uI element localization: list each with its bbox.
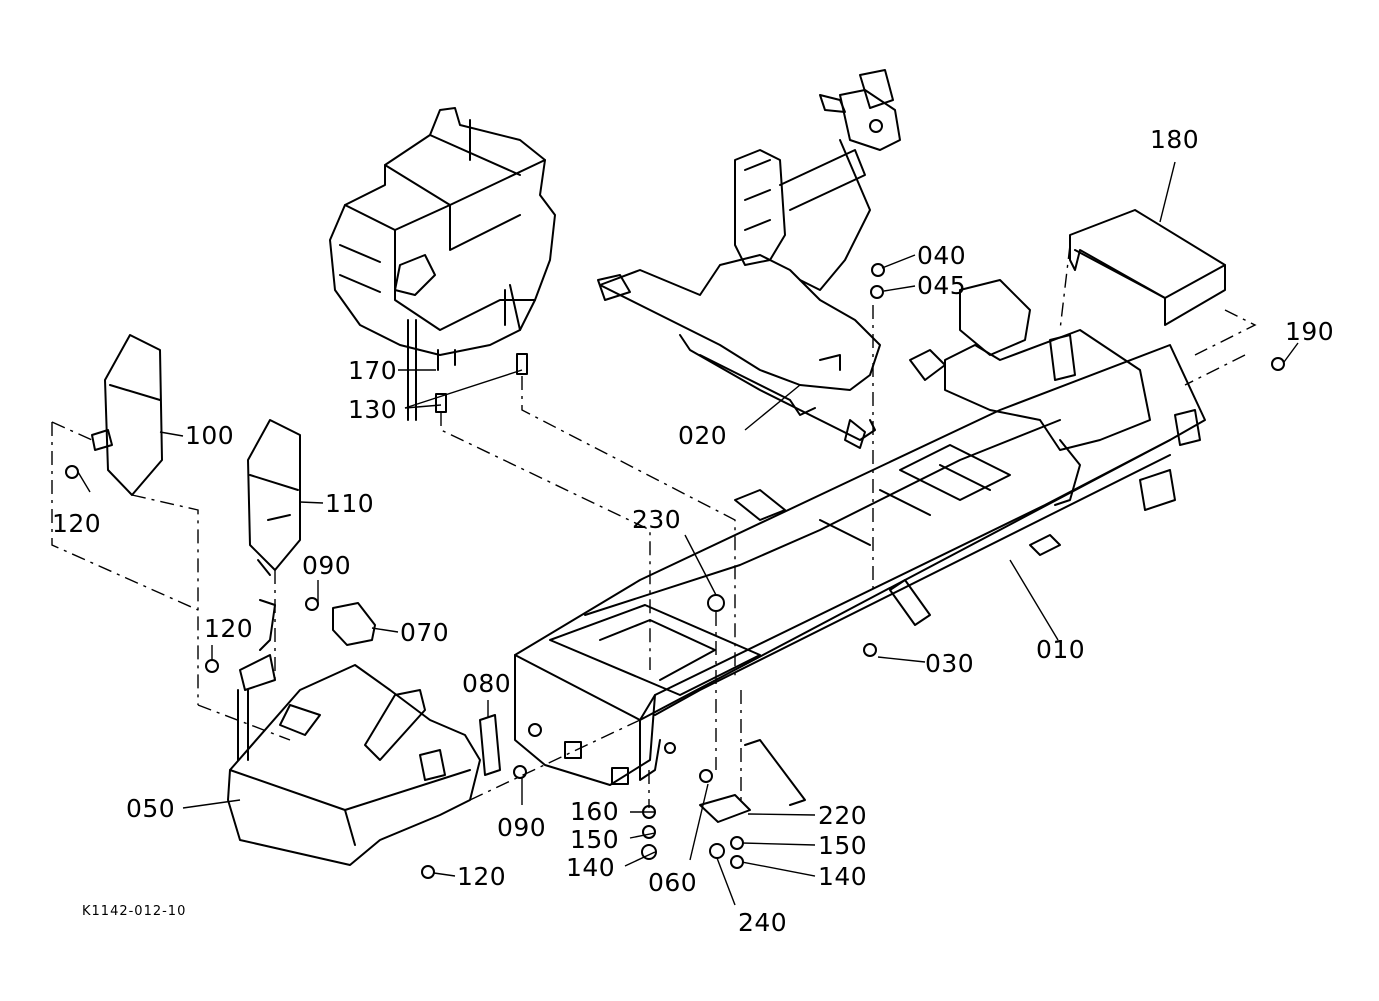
cover-180-drawing — [1069, 209, 1226, 326]
part-label-010: 010 — [1036, 635, 1085, 664]
part-label-240: 240 — [738, 908, 787, 937]
part-label-150-left: 150 — [570, 825, 619, 854]
part-label-230: 230 — [632, 505, 681, 534]
part-label-180: 180 — [1150, 125, 1199, 154]
part-labels: 010 020 030 040 045 050 060 070 080 090 … — [52, 125, 1334, 937]
part-label-090-top: 090 — [302, 551, 351, 580]
part-label-130: 130 — [348, 395, 397, 424]
bracket-080-drawing — [479, 714, 501, 776]
part-label-100: 100 — [185, 421, 234, 450]
part-label-160: 160 — [570, 797, 619, 826]
side-panel-100-drawing — [91, 334, 163, 496]
part-label-060: 060 — [648, 868, 697, 897]
steering-column-drawing — [597, 69, 901, 449]
part-label-070: 070 — [400, 618, 449, 647]
part-label-170: 170 — [348, 356, 397, 385]
part-label-040: 040 — [917, 241, 966, 270]
front-guard-050-drawing — [227, 599, 481, 866]
part-label-080: 080 — [462, 669, 511, 698]
bracket-070-drawing — [332, 602, 376, 646]
diagram-reference-code: K1142-012-10 — [82, 904, 186, 919]
part-label-050: 050 — [126, 794, 175, 823]
part-label-090-bottom: 090 — [497, 813, 546, 842]
part-label-140-left: 140 — [566, 853, 615, 882]
part-label-150-right: 150 — [818, 831, 867, 860]
leader-lines — [77, 161, 1299, 906]
part-label-140-right: 140 — [818, 862, 867, 891]
part-label-120-left: 120 — [52, 509, 101, 538]
bracket-220-drawing — [699, 794, 751, 823]
part-label-020: 020 — [678, 421, 727, 450]
part-label-045: 045 — [917, 271, 966, 300]
part-label-030: 030 — [925, 649, 974, 678]
side-panel-110-drawing — [247, 419, 301, 576]
part-label-220: 220 — [818, 801, 867, 830]
fasteners — [65, 263, 1285, 879]
engine-drawing — [329, 107, 556, 421]
main-frame-drawing — [514, 279, 1206, 806]
part-label-190: 190 — [1285, 317, 1334, 346]
part-label-120-mid: 120 — [204, 614, 253, 643]
part-label-120-bottom: 120 — [457, 862, 506, 891]
part-label-110: 110 — [325, 489, 374, 518]
assembly-guide-lines — [51, 244, 1257, 808]
